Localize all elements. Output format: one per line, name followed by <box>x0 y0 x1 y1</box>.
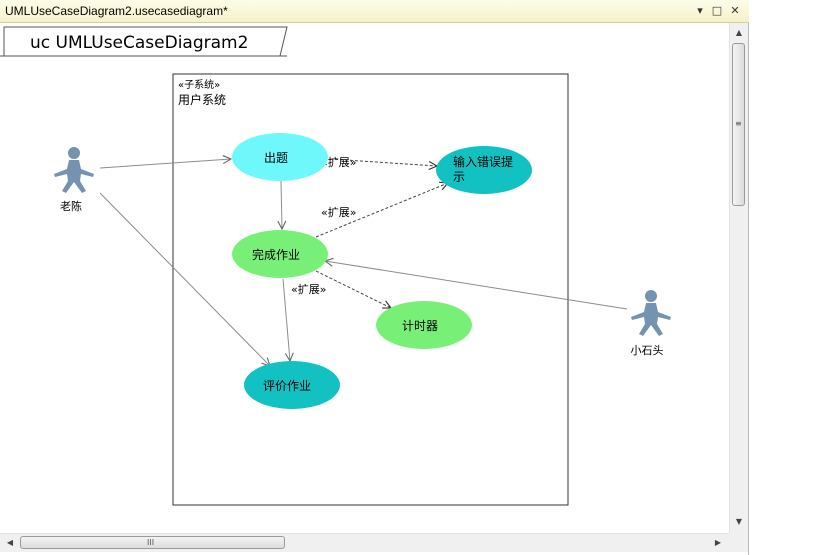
actor-icon <box>631 290 671 336</box>
system-boundary[interactable]: «子系统» 用户系统 <box>172 73 569 506</box>
association-laochen-pingjia[interactable] <box>99 192 270 366</box>
diagram-frame-label: uc UMLUseCaseDiagram2 <box>30 33 248 53</box>
diagram-frame: uc UMLUseCaseDiagram2 <box>0 26 288 57</box>
association-xiaoshitou-wancheng[interactable] <box>325 261 628 310</box>
title-bar: UMLUseCaseDiagram2.usecasediagram* ▾ □ ✕ <box>0 0 749 23</box>
vertical-grip-icon: ≡ <box>735 119 742 128</box>
usecase-shuru[interactable]: 输入错误提 示 <box>436 146 532 194</box>
usecase-label: 出题 <box>264 151 288 165</box>
actor-icon <box>54 147 94 193</box>
system-stereotype: «子系统» <box>178 78 220 91</box>
actor-name: 老陈 <box>60 199 82 213</box>
vertical-scroll-thumb[interactable]: ≡ <box>732 43 745 206</box>
system-name: 用户系统 <box>178 92 226 107</box>
scroll-down-icon[interactable]: ▼ <box>735 517 743 526</box>
association-chuti-wancheng[interactable] <box>281 180 282 229</box>
usecase-chuti[interactable]: 出题 <box>232 133 328 181</box>
horizontal-scroll-thumb[interactable]: III <box>20 536 285 549</box>
associations <box>99 159 628 366</box>
maximize-button[interactable]: □ <box>711 4 723 17</box>
extend-dependencies: «扩展» «扩展» «扩展» <box>291 155 448 308</box>
usecase-wancheng[interactable]: 完成作业 <box>232 230 328 278</box>
association-wancheng-pingjia[interactable] <box>282 278 290 361</box>
extend-chuti-shuru[interactable] <box>329 158 437 166</box>
window-title: UMLUseCaseDiagram2.usecasediagram* <box>5 4 228 18</box>
horizontal-grip-icon: III <box>147 538 155 547</box>
extend-label-3: «扩展» <box>291 282 326 296</box>
horizontal-scrollbar[interactable]: ◀ III ▶ <box>0 533 729 552</box>
usecase-label-line2: 示 <box>453 170 465 184</box>
extend-label-1: «扩展» <box>321 155 356 169</box>
extend-label-2: «扩展» <box>321 205 356 219</box>
vertical-scrollbar[interactable]: ▲ ≡ ▼ <box>729 23 748 533</box>
actor-laochen[interactable]: 老陈 <box>54 147 94 213</box>
diagram-canvas[interactable]: uc UMLUseCaseDiagram2 «子系统» 用户系统 <box>0 23 729 533</box>
actor-name: 小石头 <box>631 344 664 357</box>
usecase-label: 完成作业 <box>252 247 300 262</box>
scrollbar-corner <box>729 533 748 552</box>
association-laochen-chuti[interactable] <box>99 159 231 169</box>
usecase-label-line1: 输入错误提 <box>453 154 513 169</box>
scroll-right-icon[interactable]: ▶ <box>714 538 722 547</box>
scroll-left-icon[interactable]: ◀ <box>6 538 14 547</box>
usecase-jishiqi[interactable]: 计时器 <box>376 301 472 349</box>
window-menu-button[interactable]: ▾ <box>697 4 703 17</box>
usecase-label: 计时器 <box>402 319 438 333</box>
extend-wancheng-shuru[interactable] <box>315 183 448 238</box>
diagram-window: UMLUseCaseDiagram2.usecasediagram* ▾ □ ✕… <box>0 0 749 555</box>
extend-wancheng-jishiqi[interactable] <box>315 270 391 308</box>
scroll-up-icon[interactable]: ▲ <box>735 28 743 37</box>
close-button[interactable]: ✕ <box>730 4 740 17</box>
usecase-label: 评价作业 <box>263 379 311 393</box>
actor-xiaoshitou[interactable]: 小石头 <box>631 290 672 357</box>
usecase-pingjia[interactable]: 评价作业 <box>244 361 340 409</box>
